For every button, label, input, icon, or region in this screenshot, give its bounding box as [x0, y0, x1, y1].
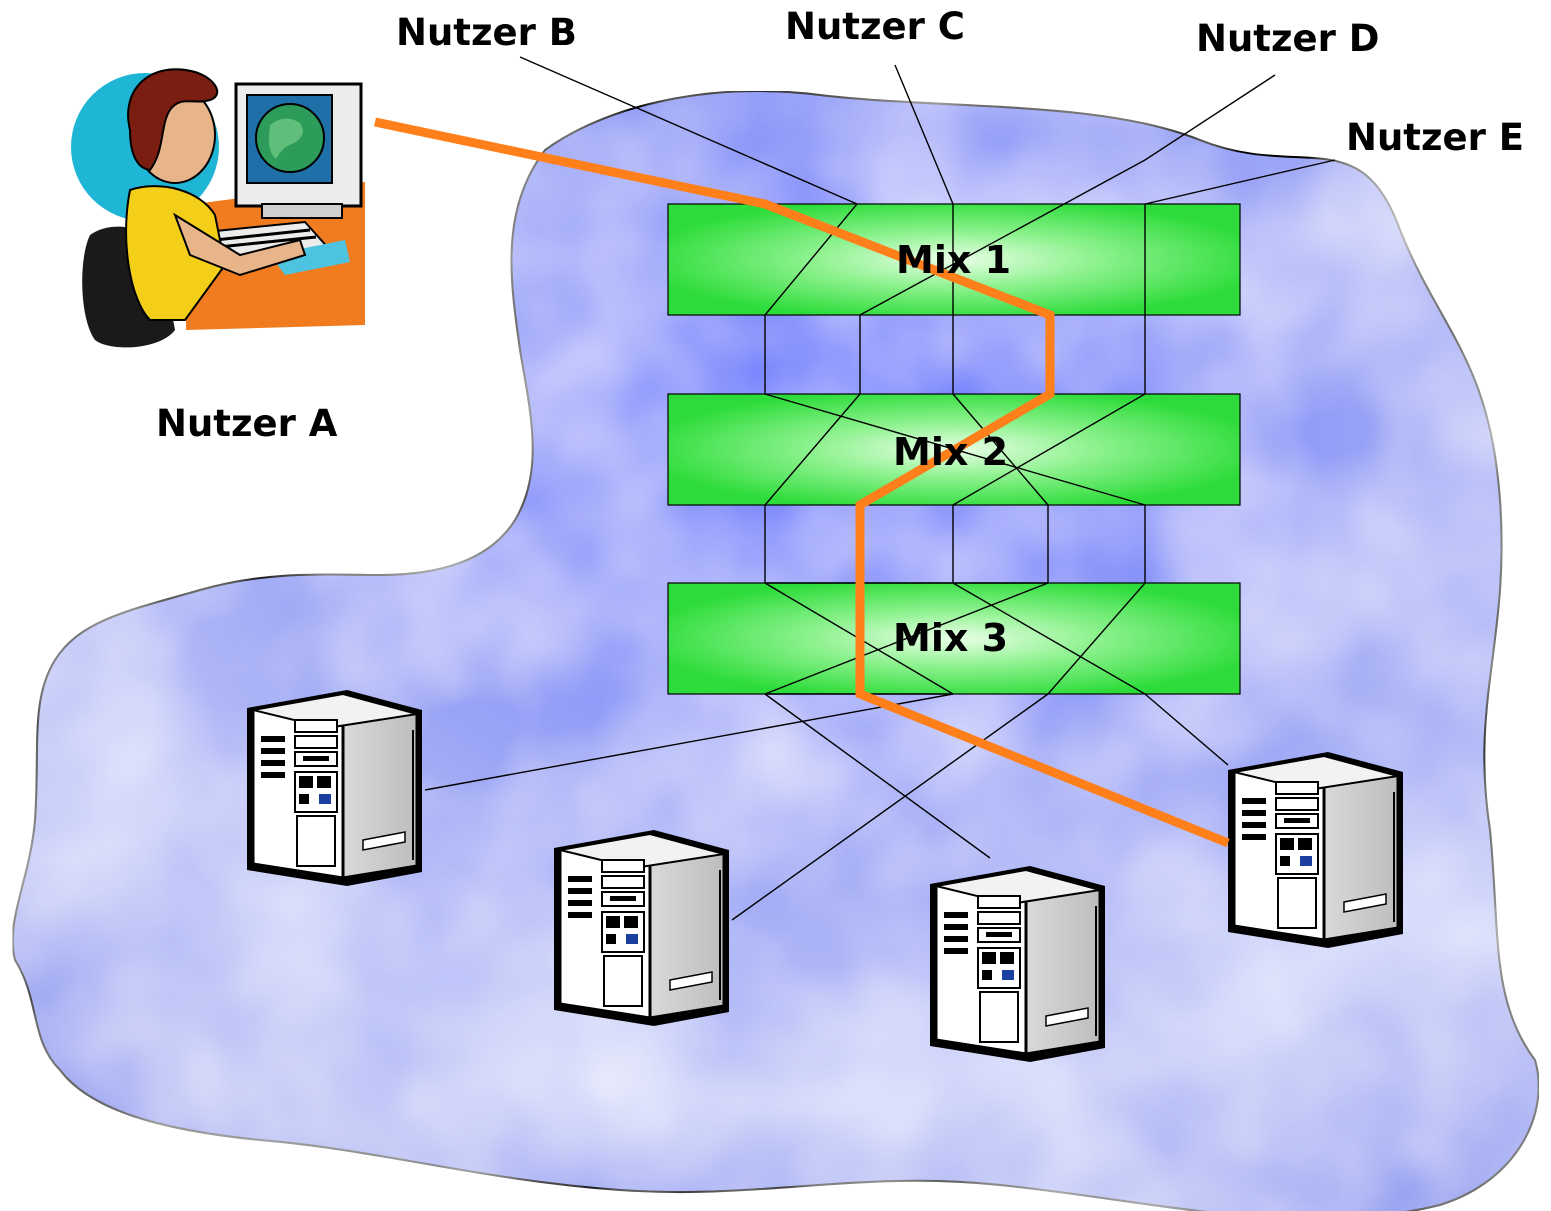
user-a-computer-icon — [71, 68, 365, 348]
mix-1-label: Mix 1 — [896, 238, 1011, 282]
server-icon — [928, 864, 1107, 1064]
mix-3-box — [667, 582, 1241, 695]
mix-2-label: Mix 2 — [893, 430, 1008, 474]
user-d-label: Nutzer D — [1196, 17, 1379, 60]
user-c-label: Nutzer C — [785, 5, 965, 48]
server-icon — [1226, 750, 1405, 950]
user-a-label: Nutzer A — [156, 402, 338, 445]
server-icon — [245, 688, 424, 888]
user-b-label: Nutzer B — [396, 11, 577, 54]
anonymous-route-path — [374, 117, 1230, 848]
user-e-label: Nutzer E — [1346, 116, 1524, 159]
server-icon — [552, 828, 731, 1028]
mix-3-label: Mix 3 — [893, 616, 1008, 660]
